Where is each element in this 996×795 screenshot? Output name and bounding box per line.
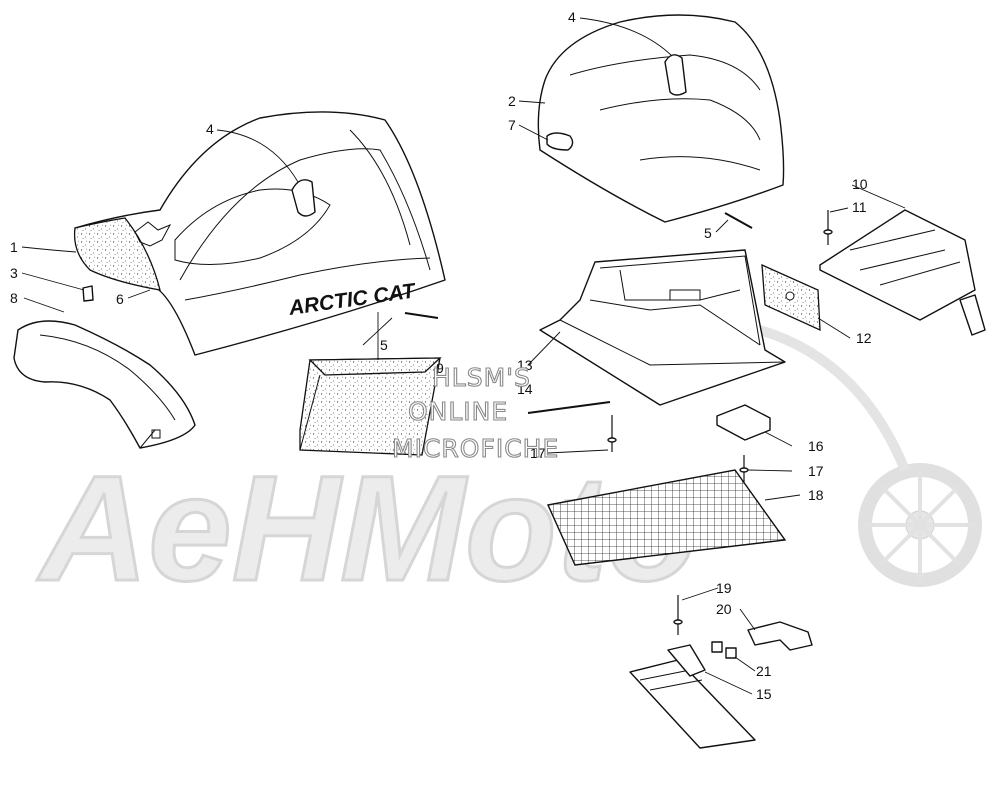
- callout-19: 19: [716, 580, 732, 596]
- callout-1: 1: [10, 239, 18, 255]
- callout-7: 7: [508, 117, 516, 133]
- seat-logo-emblem: [134, 221, 172, 247]
- part-18-floor-grate: [546, 469, 787, 566]
- part-16-bracket: [716, 404, 771, 441]
- foam-block: [299, 357, 442, 456]
- watermark-line-3: MICROFICHE: [392, 434, 559, 463]
- callout-4-backrest: 4: [568, 9, 576, 25]
- callout-11: 11: [852, 199, 867, 215]
- part-5-pin-left: [404, 312, 439, 319]
- side-guard: [13, 320, 196, 449]
- callout-12: 12: [856, 330, 872, 346]
- callout-18: 18: [808, 487, 824, 503]
- callout-20: 20: [716, 601, 732, 617]
- part-12-plate: [761, 263, 821, 332]
- rear-seat-backrest: [537, 14, 785, 223]
- seat-handle-strap: [291, 179, 316, 217]
- callout-14: 14: [517, 381, 533, 397]
- callout-15: 15: [756, 686, 772, 702]
- part-19-screw: [673, 595, 683, 635]
- watermark-line-1: HLSM'S: [432, 363, 531, 392]
- callout-17-left: 17: [530, 445, 546, 461]
- part-20-latch: [747, 621, 813, 651]
- callout-8: 8: [10, 290, 18, 306]
- callout-21: 21: [756, 663, 772, 679]
- callout-5-right: 5: [704, 225, 712, 241]
- callout-2: 2: [508, 93, 516, 109]
- seat-assembly: ARCTIC CAT: [73, 111, 446, 356]
- callout-16: 16: [808, 438, 824, 454]
- part-11-screw: [823, 210, 833, 245]
- storage-tray: [539, 249, 786, 406]
- part-14-rod: [527, 401, 611, 414]
- callout-labels: 1 2 3 4 4 5 5 6 7 8 9 10 11 12 13 14 15 …: [10, 9, 872, 702]
- callout-9: 9: [436, 360, 444, 376]
- part-21-spring: [711, 641, 737, 659]
- seat-front-cover: [73, 217, 161, 291]
- part-15-rail: [629, 644, 756, 749]
- backrest-handle-strap: [664, 54, 687, 96]
- callout-3: 3: [10, 265, 18, 281]
- part-7-plug: [546, 132, 574, 151]
- part-3-clip: [82, 285, 94, 302]
- callout-17-right: 17: [808, 463, 824, 479]
- callout-13: 13: [517, 357, 533, 373]
- callout-5-left: 5: [380, 337, 388, 353]
- callout-4-seat: 4: [206, 121, 214, 137]
- part-17-screw-left: [607, 415, 617, 452]
- part-5-pin-right: [724, 212, 753, 229]
- part-10-rear-bracket: [819, 209, 986, 336]
- motorcycle-wheel-icon: [758, 325, 982, 587]
- leader-lines: [21, 17, 906, 695]
- watermark-line-2: ONLINE: [408, 397, 508, 426]
- callout-6: 6: [116, 291, 124, 307]
- watermark-text: HLSM'S ONLINE MICROFICHE: [391, 362, 559, 463]
- main-seat: [74, 111, 446, 356]
- callout-10: 10: [852, 176, 868, 192]
